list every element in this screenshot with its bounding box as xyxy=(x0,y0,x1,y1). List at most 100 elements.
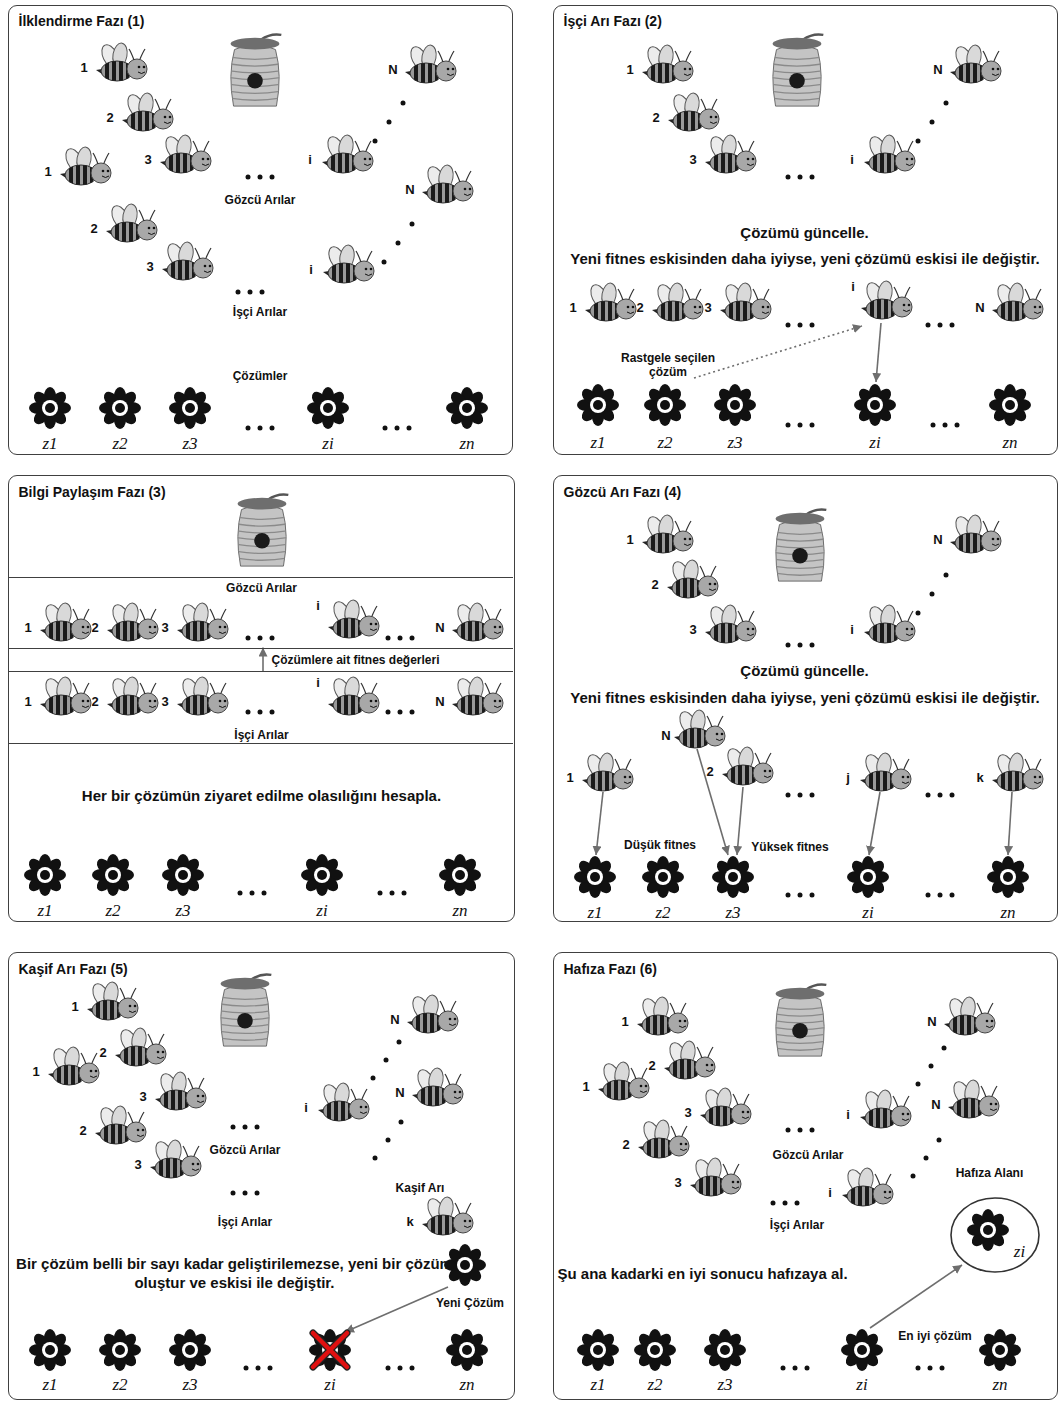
flower-icon xyxy=(644,384,686,426)
bee-icon xyxy=(582,752,633,797)
bee-icon xyxy=(177,676,228,721)
solution-label: z1 xyxy=(587,904,602,921)
bee-icon xyxy=(452,602,503,647)
bee-number: 3 xyxy=(674,1176,681,1190)
note-label: İşçi Arılar xyxy=(770,1218,824,1232)
phase-title: Hafıza Fazı (6) xyxy=(564,961,657,978)
note-label: Kaşif Arı xyxy=(396,1181,445,1195)
bee-icon xyxy=(722,746,773,791)
bee-number: 1 xyxy=(24,695,31,709)
solution-label: zi xyxy=(324,1376,335,1393)
solution-label: z3 xyxy=(175,902,190,919)
bee-number: 1 xyxy=(626,63,633,77)
flower-icon xyxy=(577,384,619,426)
group-label: Çözümlere ait fitnes değerleri xyxy=(272,653,502,667)
phase-panel: Kaşif Arı Fazı (5) Bir çözüm belli bir sa… xyxy=(8,952,515,1400)
flower-icon xyxy=(169,387,211,429)
bee-icon xyxy=(60,146,111,191)
note-label: Gözcü Arılar xyxy=(225,193,296,207)
bee-icon xyxy=(107,602,158,647)
note-label: Yeni Çözüm xyxy=(436,1296,504,1310)
solution-label: zn xyxy=(459,1376,474,1393)
flower-icon xyxy=(169,1329,211,1371)
pointer-arrow xyxy=(876,323,881,382)
note-label: İşçi Arılar xyxy=(233,305,287,319)
step-text: Şu ana kadarki en iyi sonucu hafızaya al… xyxy=(558,1264,918,1283)
bee-number: 1 xyxy=(621,1015,628,1029)
note-label: Gözcü Arılar xyxy=(773,1148,844,1162)
bee-icon xyxy=(328,676,379,721)
flower-icons xyxy=(24,384,1031,1371)
solution-label: z3 xyxy=(182,435,197,452)
note-label: Yüksek fitnes xyxy=(751,840,828,854)
bee-number: 2 xyxy=(636,301,643,315)
pointer-arrow xyxy=(345,1287,448,1332)
pointer-arrow xyxy=(870,1265,962,1328)
bee-icon xyxy=(407,994,458,1039)
phase-title: Bilgi Paylaşım Fazı (3) xyxy=(19,484,166,501)
reject-cross xyxy=(313,1333,347,1367)
phase-title: İşçi Arı Fazı (2) xyxy=(564,13,662,30)
bee-icon xyxy=(642,44,693,89)
flower-icon xyxy=(967,1209,1009,1251)
flower-icon xyxy=(99,1329,141,1371)
solution-label: z2 xyxy=(112,1376,127,1393)
bee-icon xyxy=(162,241,213,286)
bee-number: 3 xyxy=(161,621,168,635)
pointer-arrow xyxy=(596,792,603,855)
bee-icon xyxy=(598,1061,649,1106)
step-text: Yeni fitnes eskisinden daha iyiyse, yeni… xyxy=(568,249,1043,268)
bee-number: 3 xyxy=(689,153,696,167)
info-band: Çözümlere ait fitnes değerleri xyxy=(9,648,513,672)
bee-icon xyxy=(422,164,473,209)
bee-icon xyxy=(155,1071,206,1116)
bee-number: i xyxy=(316,599,320,613)
solution-label: z3 xyxy=(727,434,742,451)
solution-label: zi xyxy=(1008,1243,1032,1260)
bee-icon xyxy=(318,1082,369,1127)
note-label: İşçi Arılar xyxy=(218,1215,272,1229)
bee-number: 2 xyxy=(622,1138,629,1152)
bee-number: i xyxy=(309,263,313,277)
solution-label: zi xyxy=(862,904,873,921)
flower-icon xyxy=(24,854,66,896)
bee-number: i xyxy=(850,153,854,167)
bee-number: i xyxy=(304,1101,308,1115)
bee-number: 1 xyxy=(566,771,573,785)
bee-number: N xyxy=(435,621,444,635)
step-text: Bir çözüm belli bir sayı kadar geliştiri… xyxy=(10,1254,460,1292)
solution-label: zi xyxy=(316,902,327,919)
solution-label: z1 xyxy=(590,1376,605,1393)
memory-area: Hafıza Alanızi xyxy=(950,1197,1040,1273)
solution-label: z3 xyxy=(182,1376,197,1393)
solution-label: zn xyxy=(1002,434,1017,451)
bee-number: 3 xyxy=(146,260,153,274)
bee-icon xyxy=(674,709,725,754)
bee-band: Gözcü Arılar xyxy=(9,577,513,648)
bee-icon xyxy=(40,676,91,721)
bee-icon xyxy=(705,134,756,179)
bee-number: i xyxy=(316,676,320,690)
bee-number: 2 xyxy=(99,1046,106,1060)
solution-label: z2 xyxy=(655,904,670,921)
flower-icon xyxy=(29,387,71,429)
note-label: Düşük fitnes xyxy=(624,838,696,852)
bee-number: k xyxy=(406,1215,413,1229)
bee-number: 1 xyxy=(24,621,31,635)
phase-title: Kaşif Arı Fazı (5) xyxy=(19,961,128,978)
bee-number: N xyxy=(395,1086,404,1100)
solution-label: z2 xyxy=(647,1376,662,1393)
bee-number: i xyxy=(308,153,312,167)
bee-icon xyxy=(638,1119,689,1164)
hive-icons xyxy=(216,34,830,1056)
bee-icon xyxy=(48,1046,99,1091)
flower-icon xyxy=(854,384,896,426)
bee-number: 2 xyxy=(91,695,98,709)
flower-icon xyxy=(439,854,481,896)
solution-label: z2 xyxy=(657,434,672,451)
phase-panel: Hafıza Fazı (6) Şu ana kadarki en iyi son… xyxy=(553,952,1058,1400)
bee-icon xyxy=(115,1027,166,1072)
bee-icon xyxy=(328,599,379,644)
bee-number: 1 xyxy=(71,1000,78,1014)
